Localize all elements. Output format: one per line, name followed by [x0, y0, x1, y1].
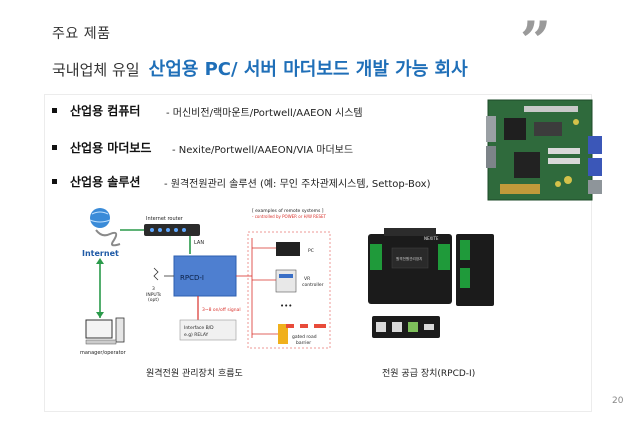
bullet-title: 산업용 마더보드 [70, 140, 152, 155]
page-number: 20 [612, 396, 624, 406]
svg-text:PC: PC [308, 248, 314, 254]
bullet-marker-icon [52, 144, 57, 150]
svg-text:VR: VR [304, 276, 310, 282]
bullet-marker-icon [52, 107, 57, 113]
svg-text:- controlled by POWER or H/W R: - controlled by POWER or H/W RESET [252, 214, 327, 219]
svg-text:3: 3 [152, 286, 155, 292]
device-caption: 전원 공급 장치(RPCD-Ⅰ) [382, 369, 476, 379]
quote-mark-icon: ” [520, 9, 552, 73]
bullet-description: - 머신비전/랙마운트/Portwell/AAEON 시스템 [166, 108, 363, 119]
svg-text:INPUTs: INPUTs [146, 292, 162, 298]
lan-label: LAN [194, 240, 204, 246]
bullet-item: 산업용 컴퓨터 - 머신비전/랙마운트/Portwell/AAEON 시스템 [52, 100, 363, 120]
content-box [44, 94, 592, 412]
rpcd-device-photo: 원격전원관리장치 NEXITE [368, 228, 452, 338]
vr-controller-icon [275, 269, 297, 293]
svg-text:[ examples of remote systems ]: [ examples of remote systems ] [252, 208, 324, 214]
pc-tower-icon [115, 317, 125, 343]
signal-label: 3~8 on/off signal [202, 307, 241, 313]
bullet-item: 산업용 솔루션 - 원격전원관리 솔루션 (예: 무인 주차관제시스템, Set… [52, 171, 430, 191]
remote-power-flow-diagram: Internet Internet router LAN RPCD-I 3 IN… [80, 208, 331, 356]
bullet-item: 산업용 마더보드 - Nexite/Portwell/AAEON/VIA 마더보… [52, 137, 353, 157]
bullet-description: - 원격전원관리 솔루션 (예: 무인 주차관제시스템, Settop-Box) [164, 179, 431, 190]
svg-text:barrier: barrier [296, 340, 311, 346]
rpcd-label: RPCD-I [180, 274, 204, 282]
headline-prefix: 국내업체 유일 [52, 61, 140, 79]
motherboard-photo [486, 99, 602, 201]
bullet-description: - Nexite/Portwell/AAEON/VIA 마더보드 [172, 145, 354, 156]
router-icon [144, 224, 200, 236]
bullet-marker-icon [52, 178, 57, 184]
svg-text:controller: controller [302, 282, 324, 288]
device-panel-text: 원격전원관리장치 [396, 256, 422, 261]
svg-text:e.g) RELAY: e.g) RELAY [184, 332, 209, 338]
diagram-caption: 원격전원 관리장치 흐름도 [146, 369, 243, 379]
device-brand: NEXITE [424, 236, 439, 241]
headline-main: 산업용 PC/ 서버 마더보드 개발 가능 회사 [148, 59, 468, 80]
internet-label: Internet [82, 249, 119, 258]
rpcd-device-box [173, 255, 237, 297]
gate-barrier-icon [278, 324, 288, 344]
svg-text:•••: ••• [280, 302, 292, 310]
monitor-icon [85, 319, 113, 339]
bullet-title: 산업용 솔루션 [70, 174, 141, 189]
bullet-title: 산업용 컴퓨터 [70, 103, 141, 118]
router-label: Internet router [146, 216, 184, 222]
svg-text:Interface B/D: Interface B/D [184, 325, 214, 331]
pc-system-icon [276, 242, 300, 256]
rpcd-device-side-photo [456, 234, 494, 306]
manager-label: manager/operator [80, 350, 127, 356]
interface-box [179, 319, 237, 341]
headline: 국내업체 유일 산업용 PC/ 서버 마더보드 개발 가능 회사 [52, 55, 468, 81]
globe-icon [90, 208, 110, 228]
svg-text:gated road: gated road [292, 334, 317, 340]
section-label: 주요 제품 [52, 26, 111, 42]
svg-text:(opt): (opt) [148, 297, 159, 303]
